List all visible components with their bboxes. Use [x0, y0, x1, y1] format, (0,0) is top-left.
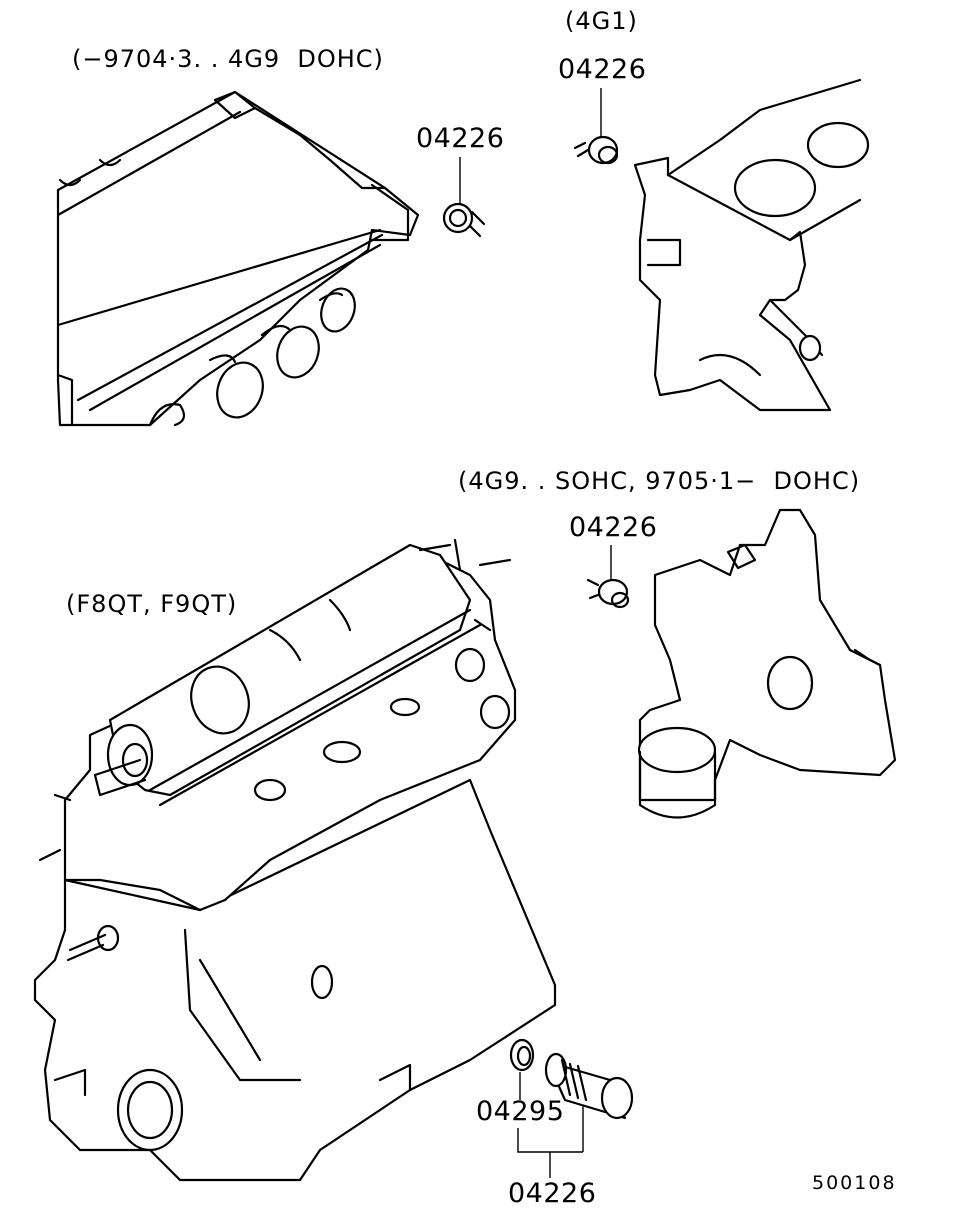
part-number-top-left[interactable]: 04226 — [416, 123, 505, 154]
sensor-04226-top-right — [573, 88, 619, 165]
group-label-4g1: (4G1) — [565, 7, 638, 35]
part-number-gasket[interactable]: 04295 — [476, 1096, 565, 1127]
cylinder-head-4g9-dohc — [56, 90, 420, 427]
sensor-04226-top-left — [442, 157, 486, 238]
group-label-4g9-sohc: (4G9. . SOHC, 9705·1− DOHC) — [458, 467, 861, 495]
gasket-04295 — [509, 1038, 535, 1100]
sensor-04226-middle-right — [586, 545, 630, 609]
part-number-bottom[interactable]: 04226 — [508, 1178, 597, 1209]
group-label-f8qt-f9qt: (F8QT, F9QT) — [66, 590, 238, 618]
leader-bracket — [517, 1128, 583, 1178]
engine-block-4g1 — [633, 78, 870, 412]
group-label-4g9-dohc: (−9704·3. . 4G9 DOHC) — [72, 45, 384, 73]
engine-f8qt-f9qt — [33, 538, 557, 1182]
sensor-04226-bottom — [544, 1052, 634, 1152]
part-number-top-right[interactable]: 04226 — [558, 54, 647, 85]
timing-cover-4g9-sohc — [637, 508, 897, 819]
figure-number: 500108 — [812, 1172, 897, 1194]
part-number-middle-right[interactable]: 04226 — [569, 512, 658, 543]
